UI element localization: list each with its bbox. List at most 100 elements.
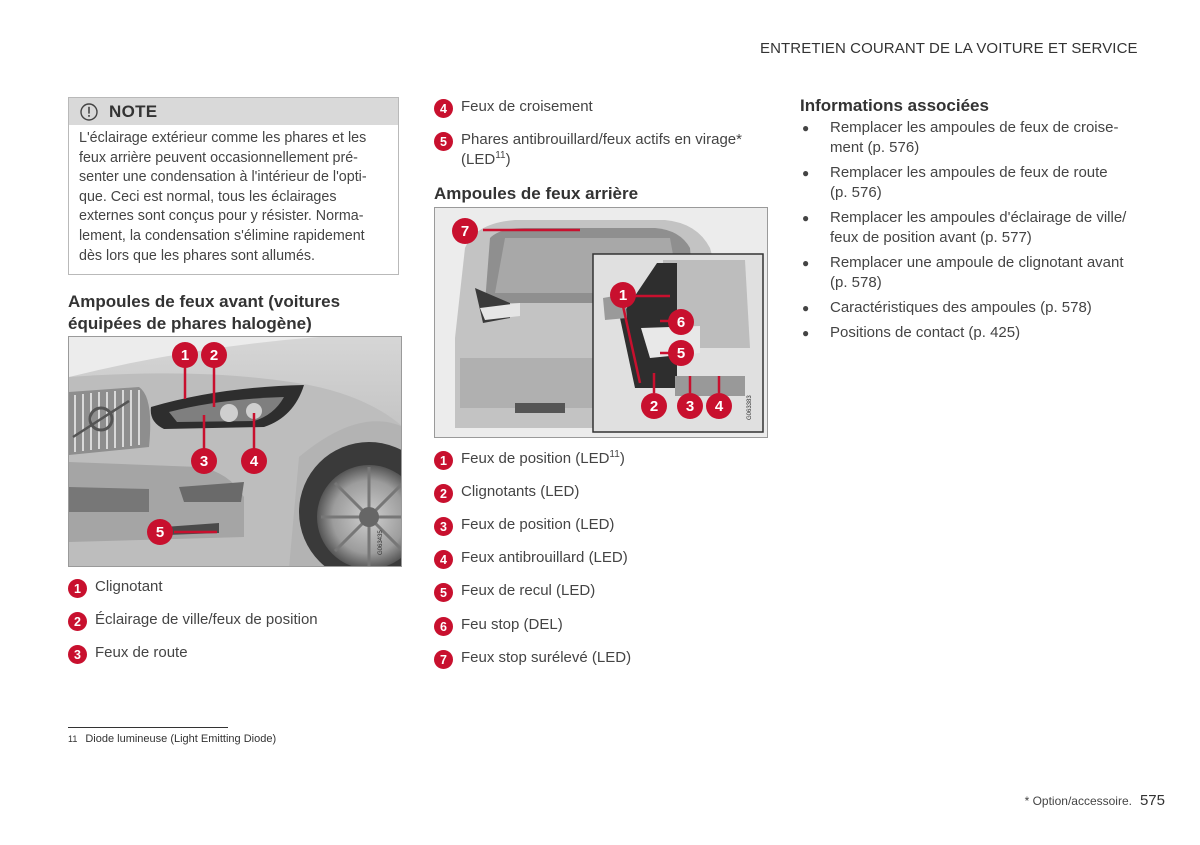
rear-callout-2: 2 (641, 393, 667, 419)
related-list: ● Remplacer les ampoules de feux de croi… (800, 118, 1130, 348)
running-header: ENTRETIEN COURANT DE LA VOITURE ET SERVI… (760, 40, 1138, 57)
legend-label: Feux de route (95, 644, 188, 661)
link-text: Remplacer les ampoules de feux de route (830, 164, 1108, 181)
link-text: Caractéristiques des ampoules (p. 578) (830, 299, 1092, 316)
link-text: (p. 576) (830, 184, 882, 201)
footnote-number: 11 (68, 734, 78, 744)
link-text: ment (p. 576) (830, 139, 920, 156)
rear-legend-item: 6 Feu stop (DEL) (434, 615, 774, 648)
front-heading-line1: Ampoules de feux avant (voitures (68, 292, 341, 311)
note-header: NOTE (69, 98, 398, 125)
legend-label: Feux stop surélevé (LED) (461, 649, 632, 666)
bullet-icon: ● (802, 121, 810, 135)
related-link[interactable]: ● Remplacer les ampoules d'éclairage de … (800, 208, 1130, 248)
option-note: * Option/accessoire. (1024, 794, 1132, 808)
footnote-ref: 11 (495, 150, 506, 161)
related-link[interactable]: ● Positions de contact (p. 425) (800, 323, 1130, 343)
rear-callout-7: 7 (452, 218, 478, 244)
link-text: Remplacer une ampoule de clignotant avan… (830, 254, 1124, 271)
footnote-divider (68, 727, 228, 728)
legend-label-cont: (LED (461, 151, 496, 168)
front-callout-2: 2 (201, 342, 227, 368)
rear-legend: 1 Feux de position (LED11) 2 Clignotants… (434, 449, 774, 681)
rear-legend-item: 7 Feux stop surélevé (LED) (434, 648, 774, 681)
rear-legend-item: 4 Feux antibrouillard (LED) (434, 548, 774, 581)
front-legend-item: 4 Feux de croisement (434, 97, 774, 130)
page-footer: * Option/accessoire.575 (1025, 792, 1165, 809)
rear-section-heading: Ampoules de feux arrière (434, 184, 639, 203)
number-badge: 1 (434, 451, 453, 470)
front-callout-5: 5 (147, 519, 173, 545)
note-line: externes sont conçus pour y résister. No… (79, 208, 364, 225)
front-car-illustration: G063435 (69, 337, 401, 566)
front-legend-continued: 4 Feux de croisement 5 Phares antibrouil… (434, 97, 774, 174)
front-figure-code: G063435 (378, 530, 384, 555)
rear-legend-item: 2 Clignotants (LED) (434, 482, 774, 515)
legend-label: Clignotants (LED) (461, 483, 580, 500)
link-text: Positions de contact (p. 425) (830, 324, 1021, 341)
legend-label-end: ) (619, 450, 625, 467)
bullet-icon: ● (802, 211, 810, 225)
note-line: dès lors que les phares sont allumés. (79, 247, 316, 264)
rear-lights-figure: G063383 7 1 6 5 2 3 4 (434, 207, 768, 438)
front-legend-item: 2 Éclairage de ville/feux de position (68, 610, 398, 643)
related-heading: Informations associées (800, 96, 989, 115)
number-badge: 2 (68, 612, 87, 631)
legend-label: Clignotant (95, 578, 163, 595)
number-badge: 3 (434, 517, 453, 536)
front-callout-1: 1 (172, 342, 198, 368)
link-text: feux de position avant (p. 577) (830, 229, 1032, 246)
front-legend-item: 3 Feux de route (68, 643, 398, 676)
note-title: NOTE (109, 101, 158, 121)
legend-label-end: ) (505, 151, 511, 168)
legend-label: Feux de position (LED) (461, 516, 615, 533)
footnote-text: Diode lumineuse (Light Emitting Diode) (85, 733, 277, 745)
legend-label: Feux de croisement (461, 98, 593, 115)
legend-label: Feux antibrouillard (LED) (461, 549, 628, 566)
note-line: L'éclairage extérieur comme les phares e… (79, 130, 367, 146)
bullet-icon: ● (802, 166, 810, 180)
legend-label: Phares antibrouillard/feux actifs en vir… (461, 131, 742, 148)
number-badge: 2 (434, 484, 453, 503)
bullet-icon: ● (802, 256, 810, 270)
legend-label: Feu stop (DEL) (461, 616, 563, 633)
related-link[interactable]: ● Remplacer les ampoules de feux de croi… (800, 118, 1130, 158)
number-badge: 5 (434, 583, 453, 602)
related-link[interactable]: ● Remplacer les ampoules de feux de rout… (800, 163, 1130, 203)
related-link[interactable]: ● Caractéristiques des ampoules (p. 578) (800, 298, 1130, 318)
number-badge: 4 (434, 550, 453, 569)
footnote: 11 Diode lumineuse (Light Emitting Diode) (68, 733, 276, 745)
front-heading-line2: équipées de phares halogène) (68, 314, 312, 333)
number-badge: 6 (434, 617, 453, 636)
number-badge: 5 (434, 132, 453, 151)
related-link[interactable]: ● Remplacer une ampoule de clignotant av… (800, 253, 1130, 293)
front-lights-figure: G063435 1 2 3 4 5 (68, 336, 402, 567)
front-legend: 1 Clignotant 2 Éclairage de ville/feux d… (68, 577, 398, 676)
number-badge: 3 (68, 645, 87, 664)
rear-callout-1: 1 (610, 282, 636, 308)
rear-callout-5: 5 (668, 340, 694, 366)
bullet-icon: ● (802, 326, 810, 340)
front-callout-4: 4 (241, 448, 267, 474)
link-text: (p. 578) (830, 274, 882, 291)
number-badge: 7 (434, 650, 453, 669)
note-line: lement, la condensation s'élimine rapide… (79, 227, 365, 244)
front-callout-3: 3 (191, 448, 217, 474)
rear-legend-item: 3 Feux de position (LED) (434, 515, 774, 548)
number-badge: 4 (434, 99, 453, 118)
footnote-ref: 11 (609, 449, 620, 460)
note-line: senter une condensation à l'intérieur de… (79, 169, 367, 186)
bullet-icon: ● (802, 301, 810, 315)
number-badge: 1 (68, 579, 87, 598)
front-legend-item: 1 Clignotant (68, 577, 398, 610)
note-line: que. Ceci est normal, tous les éclairage… (79, 188, 337, 205)
legend-label: Feux de recul (LED) (461, 582, 596, 599)
link-text: Remplacer les ampoules d'éclairage de vi… (830, 209, 1127, 226)
rear-legend-item: 1 Feux de position (LED11) (434, 449, 774, 482)
front-section-heading: Ampoules de feux avant (voitures équipée… (68, 291, 398, 335)
legend-label: Feux de position (LED (461, 450, 610, 467)
note-line: feux arrière peuvent occasionnellement p… (79, 149, 358, 166)
info-icon (80, 102, 98, 121)
legend-label: Éclairage de ville/feux de position (95, 611, 318, 628)
rear-callout-4: 4 (706, 393, 732, 419)
